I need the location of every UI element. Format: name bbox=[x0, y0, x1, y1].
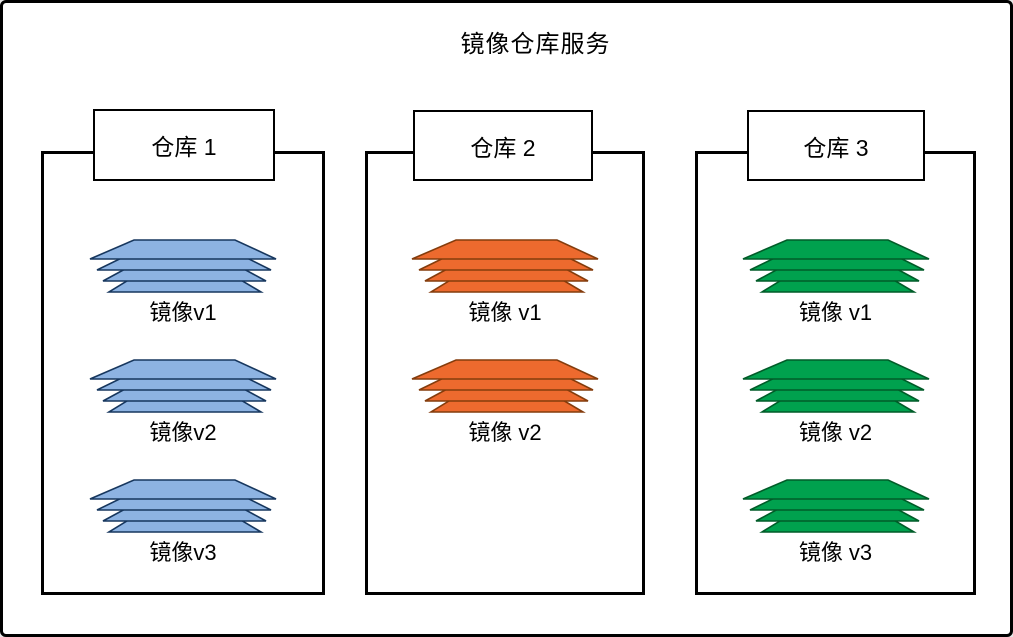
image-version-label: 镜像 v3 bbox=[798, 540, 873, 565]
diagram-title: 镜像仓库服务 bbox=[460, 31, 611, 58]
image-group-v2: 镜像 v2 bbox=[741, 358, 931, 448]
repository-1-name: 仓库 1 bbox=[151, 134, 217, 160]
repository-2-name: 仓库 2 bbox=[470, 134, 536, 161]
stack-layer bbox=[742, 359, 929, 380]
image-version-label: 镜像v3 bbox=[149, 540, 217, 565]
layer-stack-icon bbox=[89, 359, 277, 413]
stack-layer bbox=[89, 479, 277, 500]
layer-stack-icon bbox=[89, 479, 277, 533]
image-version-label: 镜像v2 bbox=[149, 420, 217, 445]
image-version-label: 镜像 v2 bbox=[468, 420, 542, 445]
repository-3-container: 镜像 v1 镜像 v2 镜像 v3 bbox=[695, 151, 976, 595]
stack-layer bbox=[742, 479, 929, 500]
stack-layer bbox=[411, 359, 599, 380]
image-group-v3: 镜像 v3 bbox=[741, 478, 931, 568]
image-version-label: 镜像v1 bbox=[149, 300, 217, 325]
stack-layer bbox=[411, 239, 599, 260]
stack-layer bbox=[89, 359, 277, 380]
image-group-v2: 镜像v2 bbox=[88, 358, 278, 448]
layer-stack-icon bbox=[411, 239, 599, 293]
layer-stack-icon bbox=[742, 479, 929, 533]
repository-3-name: 仓库 3 bbox=[803, 134, 869, 161]
stack-layer bbox=[742, 239, 929, 260]
image-version-label: 镜像 v2 bbox=[798, 420, 873, 445]
repository-1-container: 镜像v1 镜像v2 镜像v3 bbox=[41, 151, 325, 595]
layer-stack-icon bbox=[89, 239, 277, 293]
image-group-v1: 镜像 v1 bbox=[410, 238, 600, 328]
stack-layer bbox=[89, 239, 277, 260]
image-group-v2: 镜像 v2 bbox=[410, 358, 600, 448]
layer-stack-icon bbox=[742, 239, 929, 293]
layer-stack-icon bbox=[411, 359, 599, 413]
repository-3-label: 仓库 3 bbox=[747, 110, 925, 181]
image-version-label: 镜像 v1 bbox=[468, 300, 542, 325]
repository-2-label: 仓库 2 bbox=[413, 110, 593, 181]
image-group-v1: 镜像v1 bbox=[88, 238, 278, 328]
image-version-label: 镜像 v1 bbox=[798, 300, 873, 325]
repository-2-container: 镜像 v1 镜像 v2 bbox=[365, 151, 645, 595]
image-group-v3: 镜像v3 bbox=[88, 478, 278, 568]
image-group-v1: 镜像 v1 bbox=[741, 238, 931, 328]
repository-1-label: 仓库 1 bbox=[93, 109, 275, 181]
layer-stack-icon bbox=[742, 359, 929, 413]
